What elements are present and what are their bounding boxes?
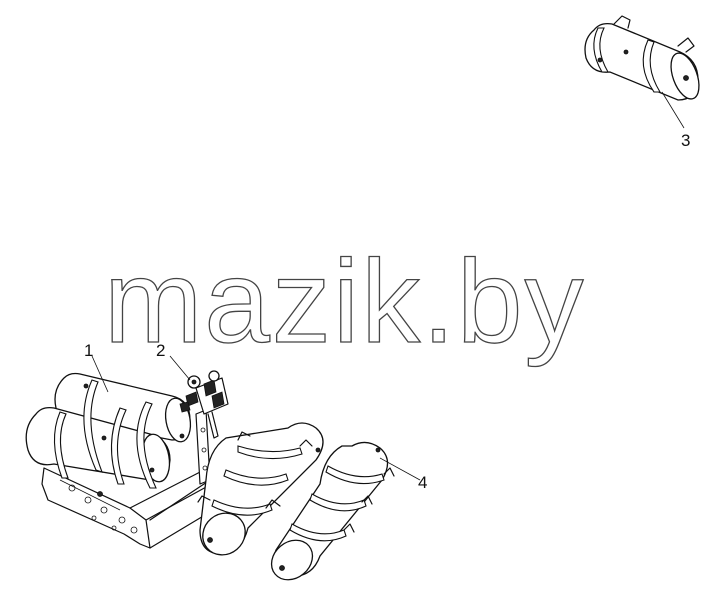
part-3-air-tank	[584, 15, 700, 129]
part-1-tank-assembly	[25, 355, 211, 549]
part-4-tank-pair	[197, 422, 421, 581]
callout-1: 1	[84, 341, 93, 360]
watermark-text: mazik.by	[104, 236, 586, 368]
callout-4: 4	[418, 473, 427, 492]
callout-3: 3	[681, 131, 690, 150]
part-2-valve-block	[169, 355, 229, 439]
callout-2: 2	[156, 341, 165, 360]
